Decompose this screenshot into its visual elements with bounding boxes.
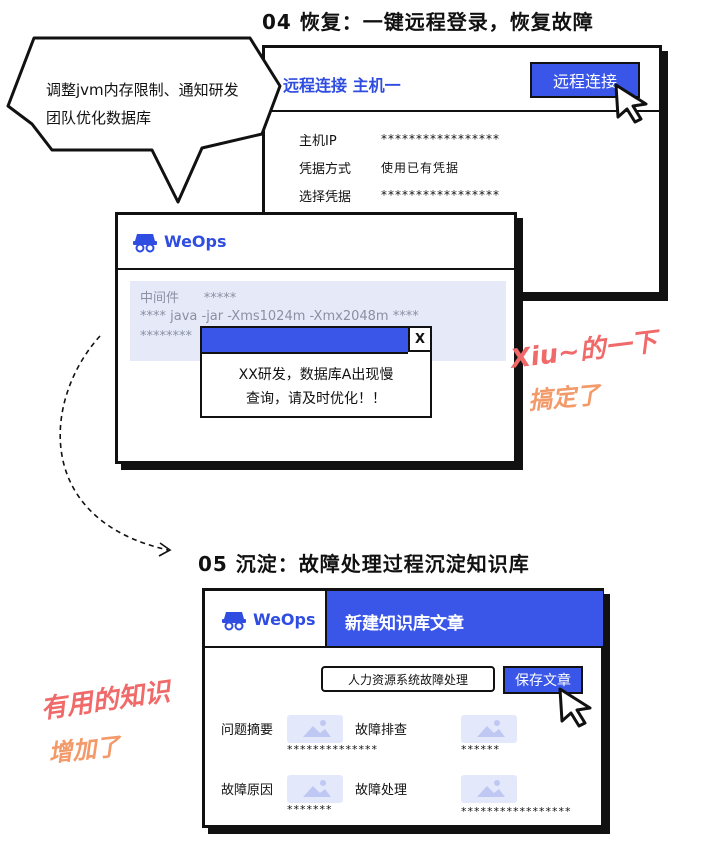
select-credential-label: 选择凭据 bbox=[299, 190, 352, 205]
image-placeholder-icon bbox=[461, 775, 517, 803]
section-label: 故障处理 bbox=[355, 783, 408, 798]
credential-mode-label: 凭据方式 bbox=[299, 162, 352, 177]
article-title-input[interactable]: 人力资源系统故障处理 bbox=[321, 666, 495, 692]
image-placeholder-icon bbox=[287, 715, 343, 743]
section-label: 故障原因 bbox=[221, 783, 274, 798]
host-ip-label: 主机IP bbox=[299, 134, 337, 149]
weops-brand: WeOps bbox=[253, 610, 316, 629]
weops-logo-icon bbox=[133, 234, 157, 253]
weops-terminal-window: WeOps 中间件 ***** **** java -jar -Xms1024m… bbox=[115, 212, 517, 464]
section-value: ****** bbox=[461, 743, 500, 756]
cursor-pointer-icon bbox=[558, 687, 592, 728]
knowledge-base-window: WeOps 新建知识库文章 人力资源系统故障处理 保存文章 问题摘要 *****… bbox=[202, 588, 604, 828]
kb-header-bar bbox=[325, 591, 603, 646]
section-value: ***************** bbox=[461, 805, 572, 818]
speech-bubble bbox=[6, 36, 282, 204]
alert-titlebar bbox=[202, 328, 408, 354]
step4-title: 04 恢复：一键远程登录，恢复故障 bbox=[262, 10, 594, 34]
terminal-line: ******** bbox=[140, 329, 192, 344]
cursor-pointer-icon bbox=[614, 83, 648, 124]
step5-title: 05 沉淀：故障处理过程沉淀知识库 bbox=[198, 552, 530, 576]
alert-dialog: X XX研发，数据库A出现慢 查询，请及时优化！！ bbox=[200, 326, 432, 418]
remote-window-title: 远程连接 主机一 bbox=[283, 76, 401, 95]
alert-message-line: 查询，请及时优化！！ bbox=[246, 391, 386, 407]
credential-mode-value: 使用已有凭据 bbox=[381, 161, 460, 175]
save-article-button[interactable]: 保存文章 bbox=[503, 666, 583, 694]
alert-close-button[interactable]: X bbox=[408, 328, 430, 352]
weops-brand: WeOps bbox=[164, 232, 227, 251]
section-value: ************** bbox=[287, 743, 378, 756]
terminal-line: **** java -jar -Xms1024m -Xmx2048m **** bbox=[140, 309, 419, 324]
weops-window-divider bbox=[118, 268, 514, 270]
kb-window-divider bbox=[205, 646, 601, 648]
alert-message-line: XX研发，数据库A出现慢 bbox=[238, 367, 394, 383]
section-label: 故障排查 bbox=[355, 723, 408, 738]
speech-bubble-text: 调整jvm内存限制、通知研发团队优化数据库 bbox=[46, 81, 239, 127]
section-label: 问题摘要 bbox=[221, 723, 274, 738]
host-ip-value: ***************** bbox=[381, 132, 500, 146]
image-placeholder-icon bbox=[287, 775, 343, 803]
select-credential-value: ***************** bbox=[381, 188, 500, 202]
handwriting-note: 增加了 bbox=[46, 732, 122, 768]
kb-header-title: 新建知识库文章 bbox=[345, 614, 464, 634]
terminal-line: 中间件 ***** bbox=[140, 291, 237, 306]
image-placeholder-icon bbox=[461, 715, 517, 743]
remote-window-divider bbox=[265, 110, 659, 112]
section-value: ******* bbox=[287, 803, 333, 816]
weops-logo-icon bbox=[222, 612, 246, 631]
